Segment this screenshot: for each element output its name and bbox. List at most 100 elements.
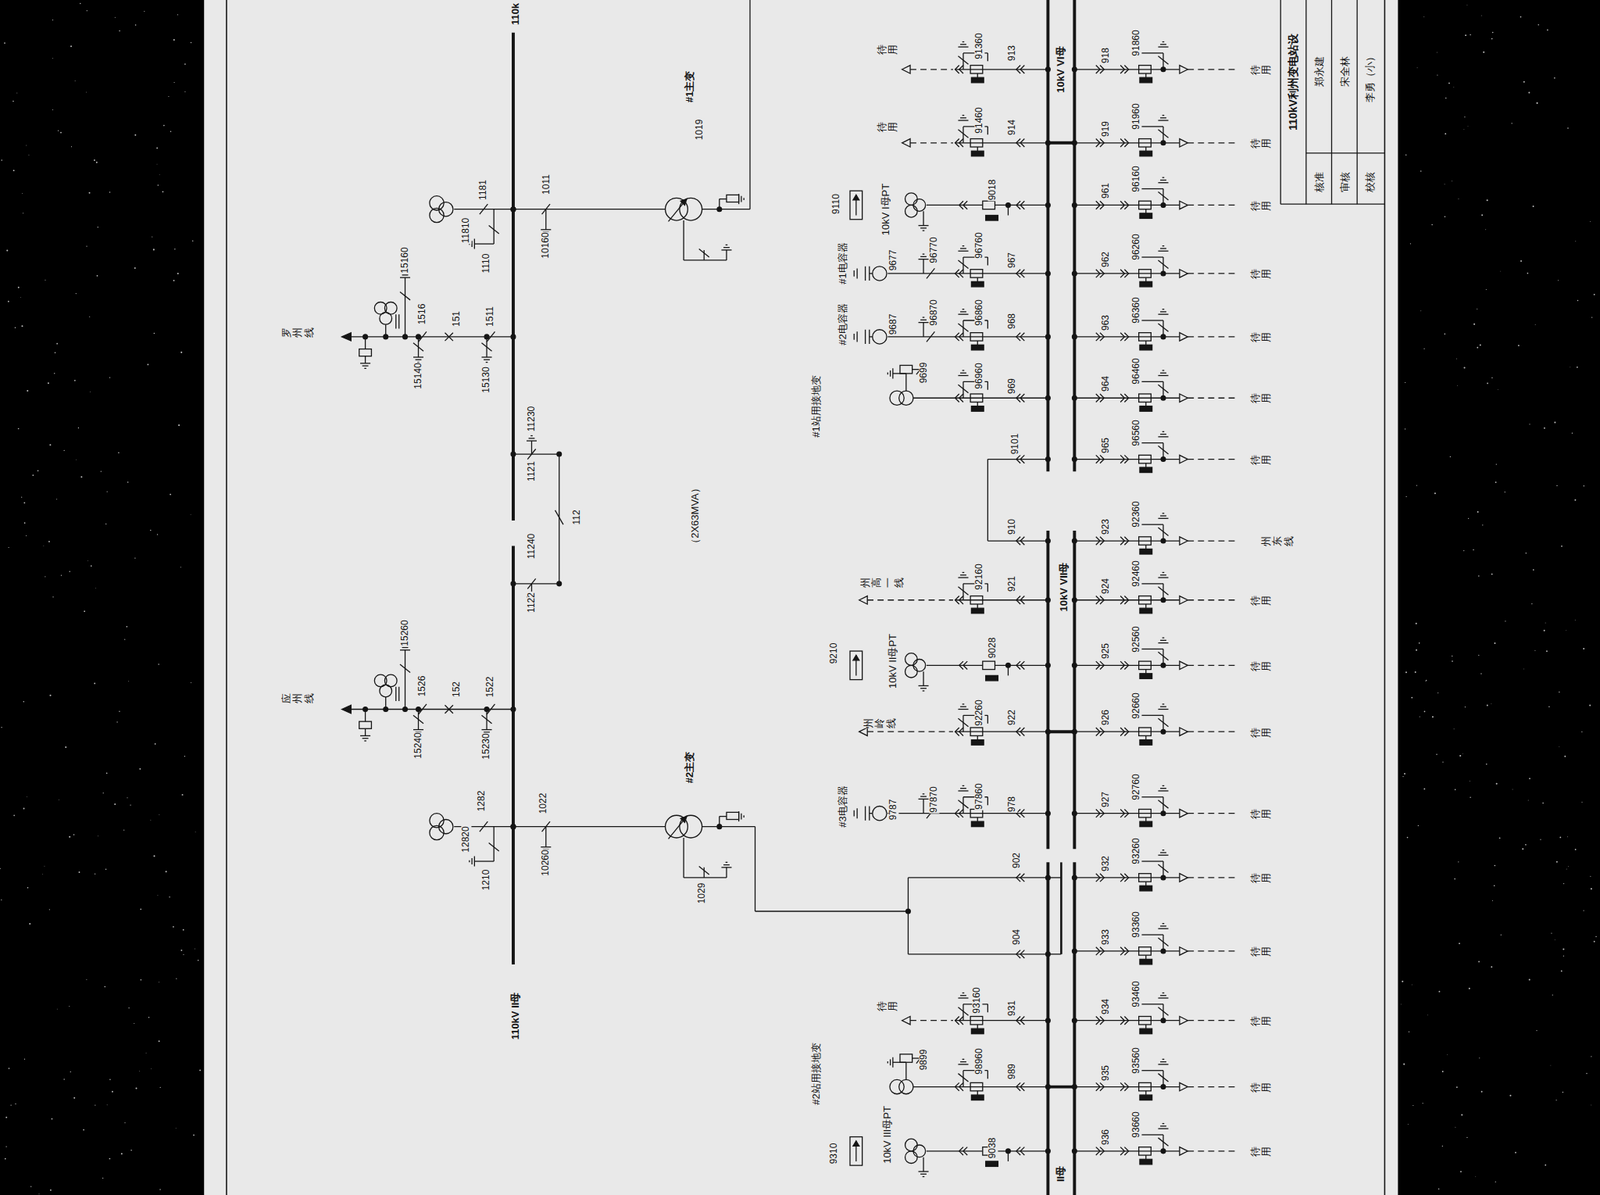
background-star (156, 163, 158, 165)
background-star (1491, 377, 1493, 379)
winding-circle (889, 1078, 904, 1093)
bus-bar (1046, 530, 1050, 849)
wire (668, 816, 688, 840)
device-number: 96760 (974, 231, 985, 259)
device-number: 91960 (1131, 102, 1142, 130)
background-star (6, 250, 8, 252)
junction-dot (1071, 1084, 1077, 1090)
device-number: 97870 (929, 785, 940, 813)
wire (1187, 664, 1235, 666)
wire (955, 397, 1049, 399)
wire (415, 359, 422, 361)
background-star (1559, 836, 1561, 839)
background-star (1495, 481, 1497, 483)
wire (962, 992, 965, 993)
handcart-contact (1020, 1015, 1025, 1024)
background-star (90, 564, 93, 567)
equipment-box (900, 1053, 913, 1062)
handcart-contact (1120, 139, 1125, 147)
device-number: 1522 (485, 675, 497, 699)
background-star (1410, 983, 1413, 986)
wire (1306, 152, 1386, 154)
background-star (1477, 510, 1479, 513)
background-star (1543, 427, 1546, 429)
background-star (157, 893, 159, 896)
background-star (14, 1103, 16, 1104)
wire (1140, 1069, 1164, 1071)
handcart-contact (959, 139, 964, 147)
equipment-box (1139, 946, 1152, 955)
wire (474, 242, 494, 244)
background-star (109, 1078, 111, 1080)
background-star (1468, 987, 1471, 990)
wire (1145, 544, 1147, 549)
junction-dot (1046, 597, 1051, 603)
background-star (1425, 679, 1427, 681)
background-star (1522, 667, 1525, 670)
wire (926, 204, 983, 206)
background-star (1582, 647, 1585, 650)
background-star (129, 803, 131, 805)
background-star (1589, 875, 1591, 877)
handcart-contact (1096, 660, 1100, 669)
background-star (71, 146, 72, 147)
device-number: 93160 (972, 985, 983, 1014)
wire (922, 253, 925, 254)
arrow-head (1179, 660, 1188, 669)
wire (1140, 188, 1164, 190)
equipment-box (1139, 77, 1153, 83)
wire (960, 372, 967, 374)
handcart-contact (959, 596, 964, 604)
wire (738, 193, 740, 204)
background-star (63, 450, 65, 451)
wire (1187, 68, 1235, 70)
equipment-box (1139, 660, 1152, 669)
background-star (19, 296, 22, 299)
wire (977, 401, 979, 406)
winding-circle (679, 814, 703, 838)
wire (922, 792, 925, 794)
equipment-box (850, 190, 863, 220)
background-star (1476, 308, 1478, 310)
handcart-contact (959, 269, 964, 278)
equipment-box (1139, 139, 1152, 147)
background-star (0, 726, 2, 728)
background-star (102, 1177, 104, 1179)
handcart-contact (1020, 1082, 1025, 1090)
device-number: 968 (1007, 312, 1018, 330)
equipment-box (985, 675, 999, 681)
wire (481, 342, 492, 351)
arrow-head (1179, 269, 1188, 278)
background-star (1461, 752, 1464, 754)
background-star (16, 92, 18, 94)
background-star (1511, 788, 1514, 790)
wire (1157, 250, 1168, 252)
wire (1162, 41, 1165, 43)
device-number: 934 (1100, 997, 1111, 1015)
handcart-contact (1020, 873, 1025, 882)
equipment-box (1139, 65, 1152, 74)
background-star (1453, 86, 1455, 89)
equipment-label: （2X63MVA） (689, 482, 700, 550)
background-star (1415, 649, 1418, 651)
wire (483, 359, 490, 361)
handcart-contact (1120, 65, 1125, 74)
background-star (1407, 1122, 1409, 1125)
handcart-contact (1020, 808, 1025, 817)
background-star (1495, 1181, 1497, 1183)
wire (725, 867, 727, 878)
device-number: 965 (1100, 435, 1111, 454)
wire (418, 703, 427, 715)
background-star (1528, 777, 1531, 779)
background-star (1479, 344, 1482, 347)
device-number: 989 (1007, 1062, 1018, 1080)
background-star (96, 275, 99, 277)
wire (1162, 785, 1165, 786)
wire (486, 331, 495, 342)
equipment-box (971, 281, 984, 287)
wire (683, 259, 727, 261)
equipment-box (1139, 1158, 1153, 1165)
equipment-label: 待用 (1249, 1146, 1274, 1157)
wire (754, 826, 756, 911)
